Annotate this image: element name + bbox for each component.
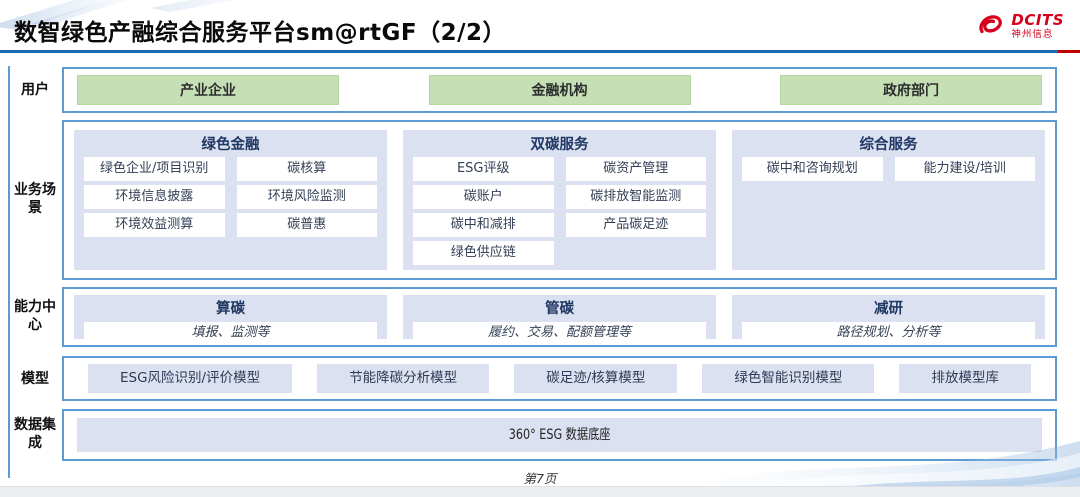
scenario-panel-dual-carbon: 双碳服务 ESG评级 碳资产管理 碳账户 碳排放智能监测 碳中和减排 产品碳足迹… [403,130,716,270]
title-underline-red-tip [1058,50,1080,53]
model-chip: 排放模型库 [899,364,1031,393]
scenario-panel-green-finance: 绿色金融 绿色企业/项目识别 碳核算 环境信息披露 环境风险监测 环境效益测算 … [74,130,387,270]
capability-center-row: 算碳 填报、监测等 管碳 履约、交易、配额管理等 减研 路径规划、分析等 [62,287,1057,347]
rail-label-scenarios: 业务场景 [14,182,56,216]
bottom-strip [0,486,1080,497]
logo-brand-cn: 神州信息 [1011,28,1054,40]
users-row: 产业企业 金融机构 政府部门 [62,67,1057,113]
dcits-swirl-icon [979,15,1003,34]
page-number: 第7页 [523,471,557,486]
capability-panel-title: 管碳 [545,301,574,317]
model-chip: 碳足迹/核算模型 [514,364,678,393]
scenario-item: 绿色供应链 [413,241,554,265]
left-guide-line [8,66,10,478]
scenario-items-grid: 碳中和咨询规划 能力建设/培训 [742,157,1035,181]
scenario-panel-title: 双碳服务 [530,137,589,153]
scenario-item: 绿色企业/项目识别 [84,157,225,181]
scenario-item: 环境风险监测 [236,185,377,209]
scenario-item: 碳核算 [236,157,377,181]
scenario-item: 碳排放智能监测 [565,185,706,209]
scenario-item: 能力建设/培训 [894,157,1035,181]
capability-panel-reduction-research: 减研 路径规划、分析等 [732,295,1045,344]
scenario-item: 环境信息披露 [84,185,225,209]
rail-label-users: 用户 [21,82,49,98]
rail-label-data: 数据集成 [14,417,56,451]
scenario-item: ESG评级 [413,157,554,181]
capability-panel-desc: 填报、监测等 [84,322,377,344]
scenario-item: 碳普惠 [236,213,377,237]
model-chip: ESG风险识别/评价模型 [88,364,293,393]
scenario-item: 碳中和减排 [413,213,554,237]
capability-panel-title: 减研 [874,301,903,317]
rail-label-capabilities: 能力中心 [14,299,56,333]
model-chip: 绿色智能识别模型 [702,364,875,393]
scenario-item: 碳账户 [413,185,554,209]
user-group-government: 政府部门 [780,75,1042,105]
logo-brand: DCITS [1011,10,1064,29]
title-underline [0,50,1080,53]
scenario-items-grid: 绿色企业/项目识别 碳核算 环境信息披露 环境风险监测 环境效益测算 碳普惠 [84,157,377,237]
scenario-panel-title: 绿色金融 [201,137,260,153]
capability-panel-carbon-management: 管碳 履约、交易、配额管理等 [403,295,716,344]
data-integration-row: 360° ESG 数据底座 [62,409,1057,461]
scenario-panel-comprehensive: 综合服务 碳中和咨询规划 能力建设/培训 [732,130,1045,270]
user-group-financial: 金融机构 [428,75,691,105]
rail-label-models: 模型 [21,371,49,387]
capability-panel-carbon-accounting: 算碳 填报、监测等 [74,295,387,344]
capability-panel-desc: 履约、交易、配额管理等 [413,322,706,344]
scenario-item: 碳中和咨询规划 [742,157,883,181]
models-row: ESG风险识别/评价模型 节能降碳分析模型 碳足迹/核算模型 绿色智能识别模型 … [62,356,1057,401]
scenario-item: 产品碳足迹 [565,213,706,237]
dcits-logo: DCITS 神州信息 [974,10,1064,42]
dcits-logo-text: DCITS 神州信息 [1011,10,1064,40]
scenario-item: 碳资产管理 [565,157,706,181]
user-group-industry: 产业企业 [77,75,339,105]
scenario-item: 环境效益测算 [84,213,225,237]
esg-data-base-label: 360° ESG 数据底座 [508,427,611,443]
capability-panel-desc: 路径规划、分析等 [742,322,1035,344]
scenario-items-grid: ESG评级 碳资产管理 碳账户 碳排放智能监测 碳中和减排 产品碳足迹 绿色供应… [413,157,706,265]
model-chip: 节能降碳分析模型 [317,364,490,393]
business-scenarios-row: 绿色金融 绿色企业/项目识别 碳核算 环境信息披露 环境风险监测 环境效益测算 … [62,120,1057,280]
scenario-panel-title: 综合服务 [859,137,918,153]
esg-data-base: 360° ESG 数据底座 [77,418,1042,452]
page-title: 数智绿色产融综合服务平台sm@rtGF（2/2） [14,20,506,46]
capability-panel-title: 算碳 [216,301,245,317]
